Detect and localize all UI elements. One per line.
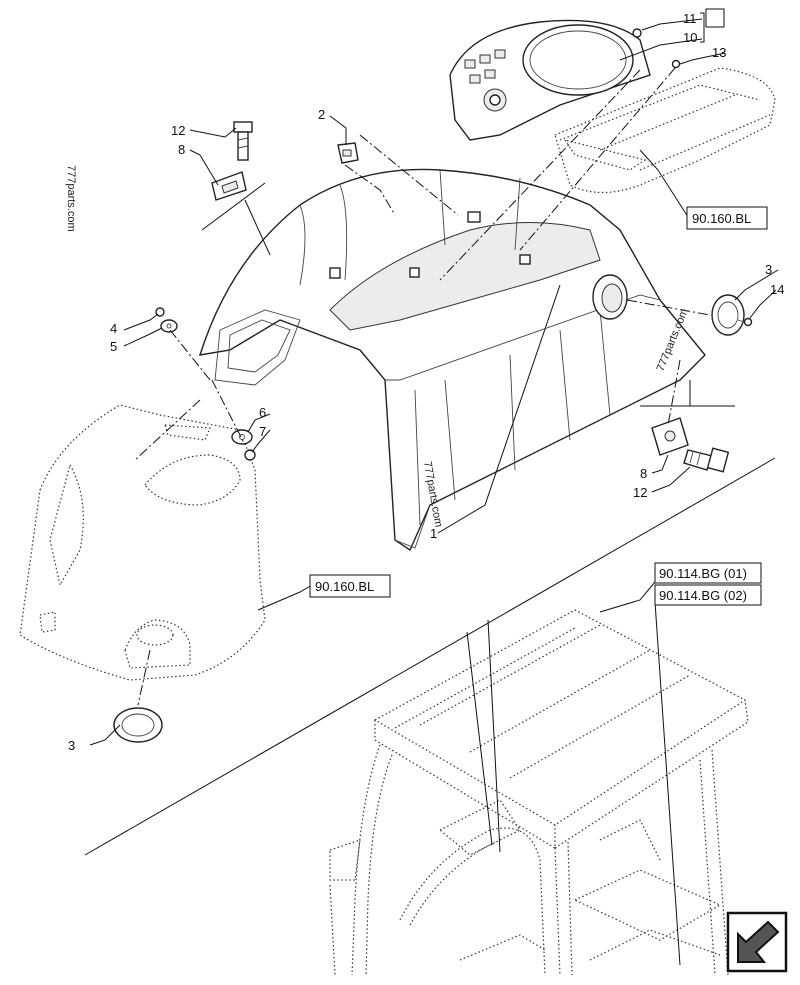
callout-7: 7 [259, 424, 266, 439]
ref-90-160-bl-top: 90.160.BL [692, 211, 751, 226]
washer-6 [231, 429, 253, 445]
ref-90-114-bg-01: 90.114.BG (01) [659, 566, 747, 581]
callout-12-upper: 12 [171, 123, 185, 138]
clip-8-upper [211, 171, 247, 201]
callout-13: 13 [712, 45, 726, 60]
ref-90-160-bl-left: 90.160.BL [315, 579, 374, 594]
callout-1: 1 [430, 526, 437, 541]
assembly-lines [134, 67, 711, 706]
callout-14: 14 [770, 282, 784, 297]
grommet-3-lower [113, 707, 163, 743]
side-cover-right [554, 67, 776, 194]
callout-8-lower: 8 [640, 466, 647, 481]
separator-line [84, 457, 776, 856]
callout-6: 6 [259, 405, 266, 420]
callouts: 1 2 3 3 4 5 6 7 8 8 9 10 11 12 12 13 14 [68, 8, 784, 753]
screw-13 [671, 59, 681, 69]
callout-5: 5 [110, 339, 117, 354]
callout-8-upper: 8 [178, 142, 185, 157]
cab-frame-drawing [329, 609, 749, 976]
cover-part-1 [198, 168, 706, 552]
callout-11: 11 [683, 11, 697, 26]
clip-8-lower [651, 417, 689, 456]
washer-5 [160, 319, 178, 333]
instrument-panel [449, 19, 651, 141]
ref-90-114-bg-02: 90.114.BG (02) [659, 588, 747, 603]
callout-12-lower: 12 [633, 485, 647, 500]
screw-14 [737, 317, 753, 327]
reference-boxes: 90.160.BL 90.160.BL 90.114.BG (01) 90.11… [309, 206, 768, 606]
callout-3-upper: 3 [765, 262, 772, 277]
callout-10: 10 [683, 30, 697, 45]
front-hood-left [19, 404, 266, 681]
watermark-left: 777parts.com [65, 165, 77, 232]
bolt-12-lower [683, 447, 730, 473]
arrow-down-left-icon[interactable] [726, 911, 788, 973]
callout-3-lower: 3 [68, 738, 75, 753]
nut-7 [244, 449, 256, 461]
grommet-3-upper [711, 294, 745, 336]
leader-lines [89, 18, 779, 966]
nut-11 [632, 28, 642, 38]
callout-4: 4 [110, 321, 117, 336]
callout-2: 2 [318, 107, 325, 122]
clip-2 [337, 142, 359, 164]
bolt-12-upper [233, 121, 253, 161]
